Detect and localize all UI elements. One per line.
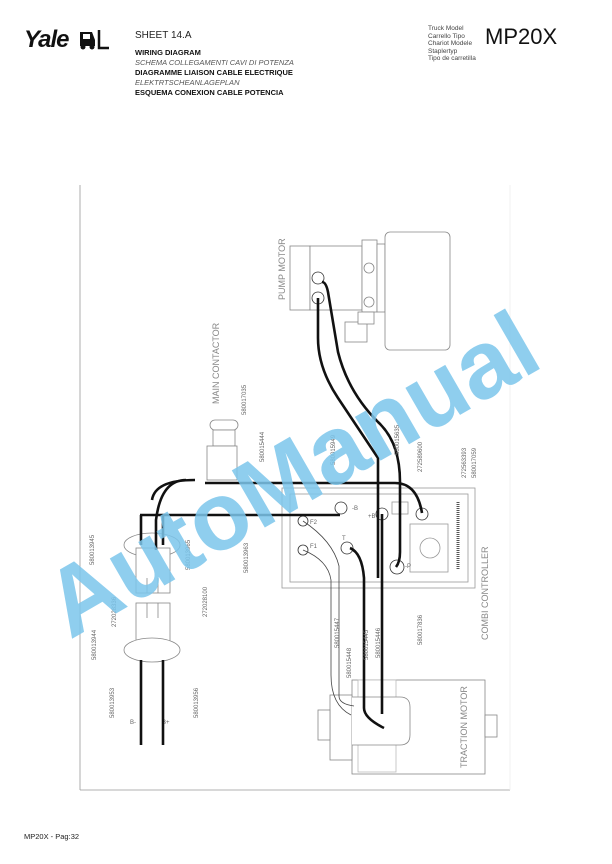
terminal-battery-plus: B+: [162, 720, 170, 726]
truck-model-labels: Truck Model Carrello Tipo Chariot Modele…: [428, 25, 476, 63]
page-footer: MP20X - Pag:32: [24, 832, 80, 841]
diagram-titles: WIRING DIAGRAM SCHEMA COLLEGAMENTI CAVI …: [135, 48, 294, 98]
model-label: Truck Model: [428, 25, 464, 32]
main-contactor: [206, 419, 239, 481]
terminal-b-minus: -B: [352, 506, 358, 512]
frame: [79, 185, 511, 791]
model-label: Chariot Modele: [428, 40, 473, 48]
power-cables: [139, 280, 424, 745]
title-it: SCHEMA COLLEGAMENTI CAVI DI POTENZA: [135, 58, 294, 67]
field-cables: [302, 520, 355, 716]
pump-motor: [289, 231, 451, 351]
traction-motor-label: TRACTION MOTOR: [459, 686, 469, 768]
title-de: ELEKTRTSCHEANLAGEPLAN: [135, 78, 240, 87]
battery-connectors: [123, 532, 181, 663]
part-number: 272589600: [418, 441, 424, 472]
part-number: 580017035: [242, 384, 248, 415]
model-label: Tipo de carretilla: [428, 55, 476, 63]
combi-controller-label: COMBI CONTROLLER: [480, 546, 490, 640]
terminal-t: T: [342, 536, 346, 542]
terminal-f2: F2: [310, 520, 318, 526]
title-en: WIRING DIAGRAM: [135, 48, 201, 57]
part-number: 580015635: [395, 424, 401, 455]
part-number: 580013945: [90, 534, 96, 565]
part-number: 272563393: [462, 447, 468, 478]
part-number: 580013953: [110, 687, 116, 718]
sheet-number: SHEET 14.A: [135, 30, 192, 41]
model-label: Staplertyp: [428, 47, 458, 55]
terminal-labels: -B +B -P F2 F1 T B- B+: [130, 506, 411, 726]
part-number: 580015448: [347, 647, 353, 678]
title-es: ESQUEMA CONEXION CABLE POTENCIA: [135, 88, 284, 97]
pump-motor-label: PUMP MOTOR: [277, 238, 287, 300]
part-number: 580015445: [364, 629, 370, 660]
forklift-logo-icon: [80, 30, 109, 50]
part-number: 580013965: [186, 539, 192, 570]
part-number: 272028336: [112, 596, 118, 627]
terminal-battery-minus: B-: [130, 720, 136, 726]
truck-model: MP20X: [485, 24, 558, 49]
part-number: 580015949: [331, 434, 337, 465]
part-number: 580013956: [194, 687, 200, 718]
part-number: 580013963: [244, 542, 250, 573]
yale-logo: Yale: [24, 26, 69, 53]
main-contactor-label: MAIN CONTACTOR: [211, 322, 221, 404]
part-number: 580017836: [418, 614, 424, 645]
terminal-f1: F1: [310, 544, 318, 550]
part-number: 580013944: [92, 629, 98, 660]
title-fr: DIAGRAMME LIAISON CABLE ELECTRIQUE: [135, 68, 293, 77]
terminal-p-minus: -P: [405, 564, 411, 570]
model-label: Carrello Tipo: [428, 32, 465, 40]
part-number: 272028100: [203, 586, 209, 617]
part-number-labels: 580017035 580015444 580015949 580015635 …: [90, 384, 478, 718]
part-number: 580015447: [335, 617, 341, 648]
part-number: 580015446: [376, 627, 382, 658]
terminal-b-plus: +B: [368, 514, 376, 520]
part-number: 580017059: [472, 447, 478, 478]
part-number: 580015444: [260, 431, 266, 462]
traction-motor: [317, 679, 498, 775]
